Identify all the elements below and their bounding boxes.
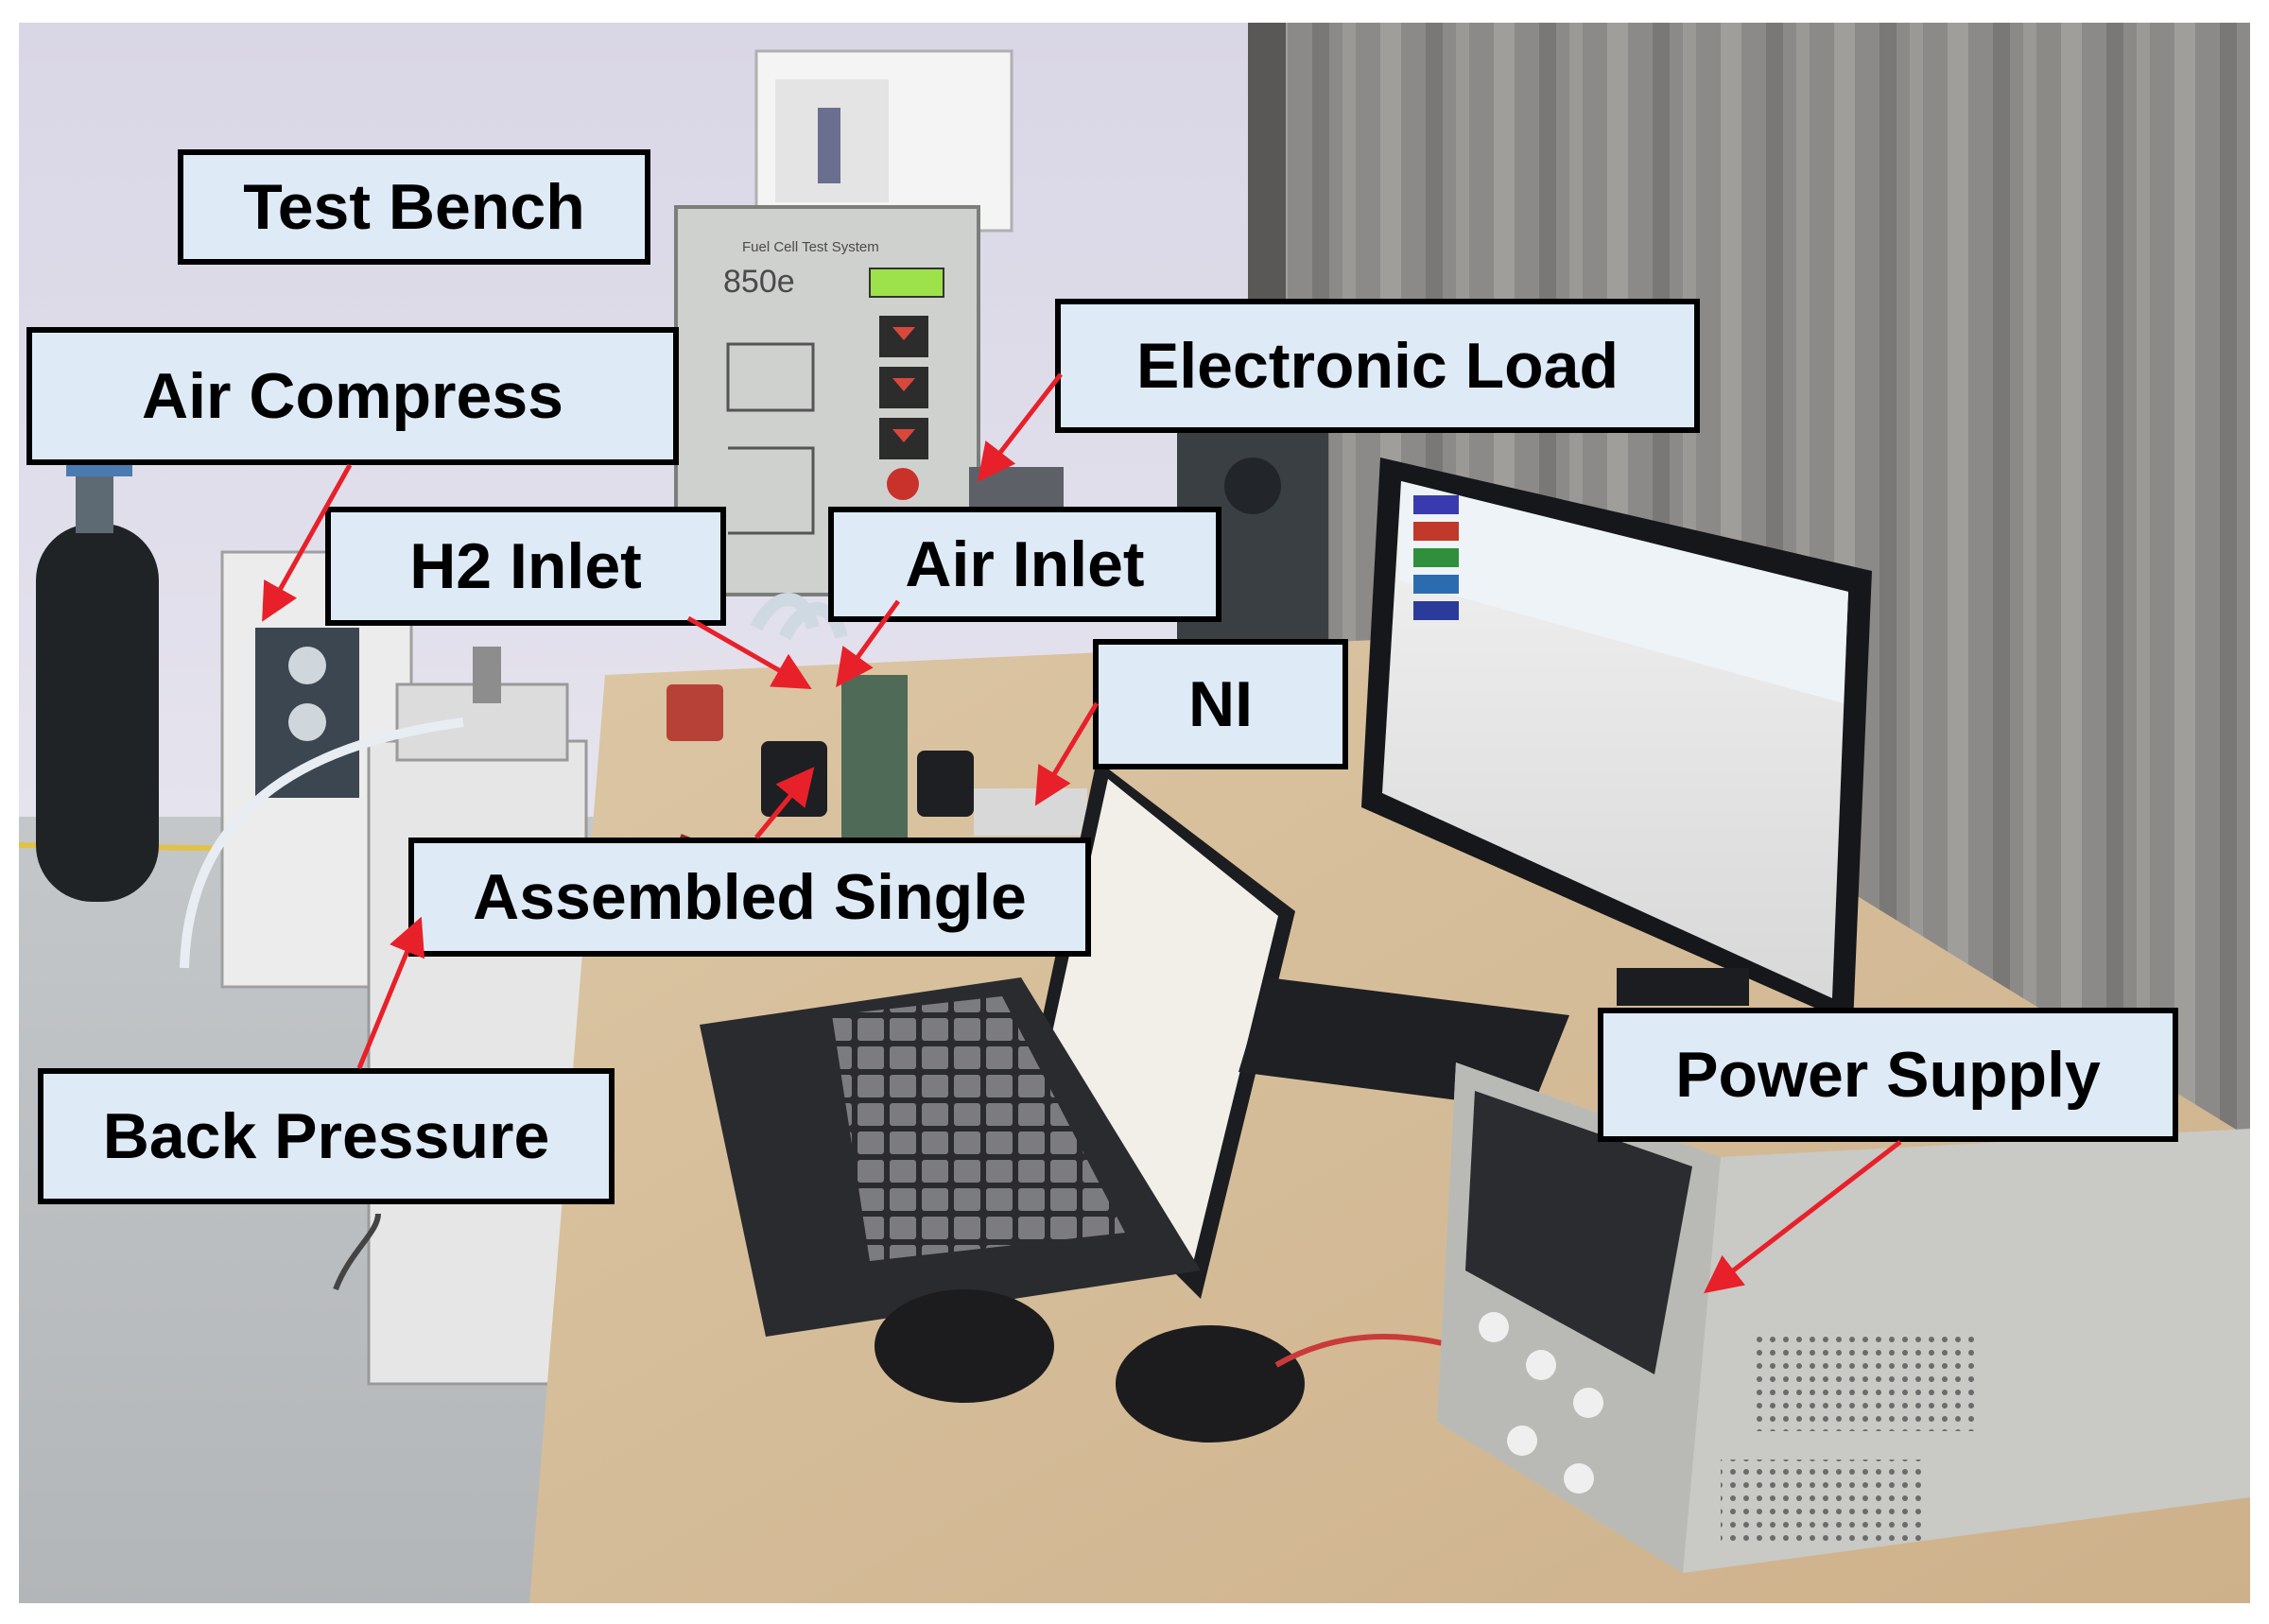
lab-photo: Fuel Cell Test System 850e [19, 23, 2250, 1603]
power-supply-unit [1437, 1063, 2250, 1573]
label-assembled-single: Assembled Single [408, 838, 1091, 957]
label-h2-inlet: H2 Inlet [325, 507, 726, 626]
label-air-inlet: Air Inlet [828, 507, 1221, 622]
label-test-bench: Test Bench [178, 149, 650, 265]
label-power-supply: Power Supply [1598, 1008, 2178, 1142]
label-ni: NI [1093, 639, 1348, 769]
label-air-compress: Air Compress [26, 327, 679, 465]
laptop [700, 760, 1295, 1337]
test-bench-caption: Fuel Cell Test System [742, 239, 879, 255]
label-electronic-load: Electronic Load [1055, 299, 1700, 433]
back-cabinet [754, 49, 1013, 233]
label-back-pressure: Back Pressure [38, 1068, 615, 1204]
monitor [1361, 458, 1872, 1025]
mouse-left [875, 1289, 1054, 1403]
mouse-right [1116, 1325, 1305, 1443]
test-bench-model: 850e [723, 264, 795, 300]
